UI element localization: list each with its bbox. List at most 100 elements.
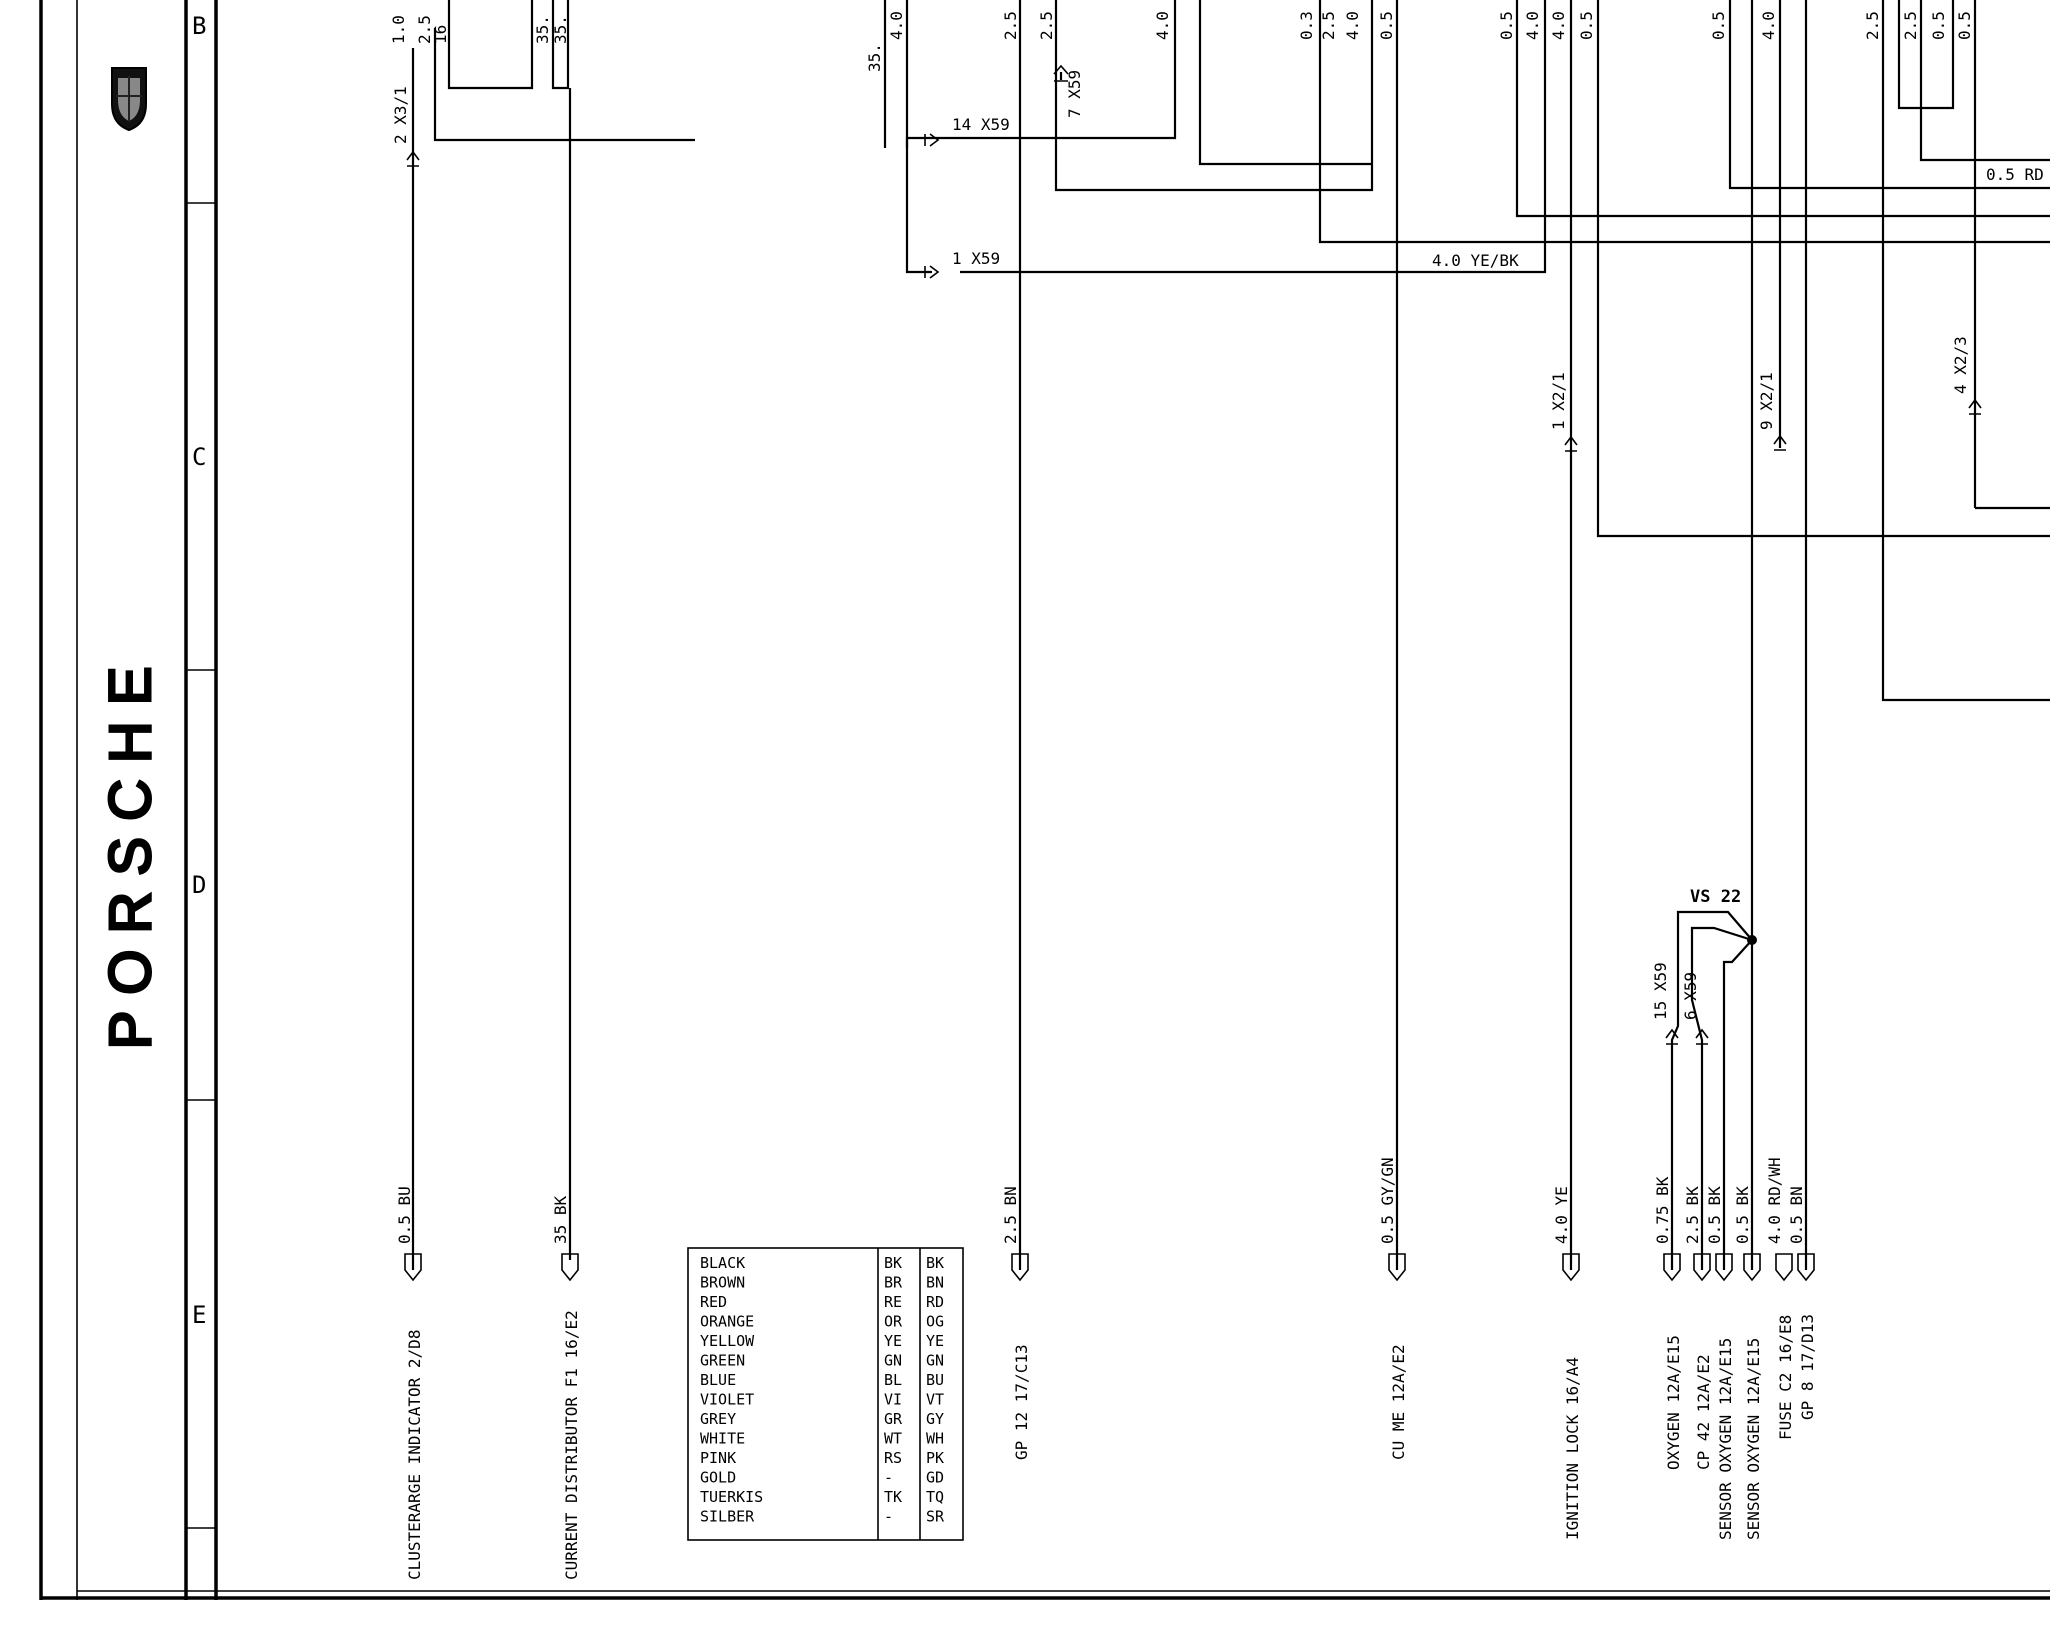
brand-name: PORSCHE: [98, 651, 163, 1050]
destination-labels: CLUSTERARGE INDICATOR 2/D8 CURRENT DISTR…: [405, 1310, 1817, 1580]
wire-size-label: 4.0: [1343, 11, 1362, 40]
porsche-wordmark: PORSCHE: [97, 649, 165, 1051]
legend-color-name: YELLOW: [700, 1332, 755, 1350]
legend-color-name: TUERKIS: [700, 1488, 763, 1506]
connector-label: 7 X59: [1065, 70, 1084, 118]
wire-size-label: 2.5: [1319, 11, 1338, 40]
legend-color-name: PINK: [700, 1449, 736, 1467]
legend-color-name: GOLD: [700, 1469, 736, 1487]
legend-color-name: BLACK: [700, 1254, 745, 1272]
legend-color-code: YE: [926, 1332, 944, 1350]
destination-label: SENSOR OXYGEN 12A/E15: [1716, 1338, 1735, 1540]
wire-network: [411, 0, 2050, 1270]
legend-color-code: TQ: [926, 1488, 944, 1506]
legend-color-code: YE: [884, 1332, 902, 1350]
wire-size-label: 2.5: [1001, 11, 1020, 40]
wire-size-label: 4.0: [887, 11, 906, 40]
grid-letter-b: B: [192, 12, 206, 40]
legend-color-code: SR: [926, 1508, 945, 1526]
destination-label: GP 8 17/D13: [1798, 1314, 1817, 1420]
grid-letter-c: C: [192, 443, 206, 471]
legend-color-code: RS: [884, 1449, 902, 1467]
connector-labels: 2 X3/1 14 X59 7 X59 1 X59 1 X2/1 9 X2/1 …: [391, 70, 1970, 1020]
legend-color-code: BU: [926, 1371, 944, 1389]
legend-color-code: -: [884, 1469, 893, 1487]
wire-color-label: 0.75 BK: [1653, 1176, 1672, 1244]
wire-size-label: 4.0: [1153, 11, 1172, 40]
wire-callout: 4.0 YE/BK: [1432, 251, 1519, 270]
legend-color-name: SILBER: [700, 1508, 755, 1526]
bottom-wire-labels: 0.5 BU 35 BK 2.5 BN 0.5 GY/GN 4.0 YE 0.7…: [395, 1157, 1806, 1244]
legend-color-code: WT: [884, 1430, 902, 1448]
wire-size-label: 0.5: [1955, 11, 1974, 40]
destination-label: OXYGEN 12A/E15: [1664, 1335, 1683, 1470]
destination-label: GP 12 17/C13: [1012, 1344, 1031, 1460]
wire-size-label: 0.5: [1497, 11, 1516, 40]
top-wire-labels: 1.0 2.5 16 35. 35. 35. 4.0 2.5 2.5 4.0 0…: [389, 11, 1974, 72]
legend-color-code: GN: [884, 1352, 902, 1370]
wire-size-label: 1.0: [389, 15, 408, 44]
legend-color-name: RED: [700, 1293, 727, 1311]
wire-color-label: 0.5 BK: [1733, 1186, 1752, 1244]
connector-label: 14 X59: [952, 115, 1010, 134]
connector-label: 6 X59: [1681, 972, 1700, 1020]
wire-color-label: 0.5 BK: [1705, 1186, 1724, 1244]
legend-color-name: ORANGE: [700, 1313, 754, 1331]
legend-color-code: RE: [884, 1293, 902, 1311]
wire-size-label: 35.: [533, 15, 552, 44]
connector-label: 15 X59: [1651, 962, 1670, 1020]
connector-label: 2 X3/1: [391, 86, 410, 144]
legend-color-code: BK: [926, 1254, 944, 1272]
legend-color-name: BROWN: [700, 1274, 745, 1292]
wire-color-label: 4.0 RD/WH: [1765, 1157, 1784, 1244]
connector-label: 1 X59: [952, 249, 1000, 268]
legend-color-code: BR: [884, 1274, 903, 1292]
wire-size-label: 2.5: [1037, 11, 1056, 40]
wire-color-label: 0.5 GY/GN: [1378, 1157, 1397, 1244]
legend-color-code: BN: [926, 1274, 944, 1292]
legend-color-code: WH: [926, 1430, 944, 1448]
wire-color-label: 0.5 BN: [1787, 1186, 1806, 1244]
wire-size-label: 0.5: [1709, 11, 1728, 40]
wire-size-label: 35.: [865, 43, 884, 72]
legend-color-code: PK: [926, 1449, 944, 1467]
wire-size-label: 2.5: [415, 15, 434, 44]
wire-size-label: 0.5: [1577, 11, 1596, 40]
wire-size-label: 4.0: [1759, 11, 1778, 40]
connector-label: 1 X2/1: [1549, 372, 1568, 430]
drawing-frame: [39, 0, 2050, 1600]
wire-size-label: 0.5: [1929, 11, 1948, 40]
legend-color-code: RD: [926, 1293, 944, 1311]
connector-label: 4 X2/3: [1951, 336, 1970, 394]
wire-size-label: 35.: [551, 15, 570, 44]
wire-size-label: 16: [431, 25, 450, 44]
wire-color-label: 4.0 YE: [1552, 1186, 1571, 1244]
wire-size-label: 2.5: [1901, 11, 1920, 40]
wire-size-label: 4.0: [1523, 11, 1542, 40]
grid-letter-e: E: [192, 1301, 206, 1329]
wire-size-label: 2.5: [1863, 11, 1882, 40]
destination-label: IGNITION LOCK 16/A4: [1563, 1357, 1582, 1540]
wire-color-label: 35 BK: [551, 1195, 570, 1244]
legend-color-code: -: [884, 1508, 893, 1526]
legend-color-name: WHITE: [700, 1430, 745, 1448]
destination-label: CP 42 12A/E2: [1694, 1354, 1713, 1470]
wire-color-label: 0.5 BU: [395, 1186, 414, 1244]
destination-label: FUSE C2 16/E8: [1776, 1315, 1795, 1440]
connector-symbols: [406, 64, 1982, 1045]
wire-color-label: 2.5 BK: [1683, 1186, 1702, 1244]
wire-callout: 0.5 RD: [1986, 165, 2044, 184]
legend-color-code: OG: [926, 1313, 944, 1331]
legend-color-code: GY: [926, 1410, 944, 1428]
destination-label: CURRENT DISTRIBUTOR F1 16/E2: [562, 1310, 581, 1580]
legend-color-code: GR: [884, 1410, 903, 1428]
legend-color-code: GD: [926, 1469, 944, 1487]
splice-label: VS 22: [1690, 887, 1741, 907]
wire-size-label: 0.3: [1297, 11, 1316, 40]
wire-color-label: 2.5 BN: [1001, 1186, 1020, 1244]
legend-color-code: TK: [884, 1488, 902, 1506]
legend-color-code: BK: [884, 1254, 902, 1272]
